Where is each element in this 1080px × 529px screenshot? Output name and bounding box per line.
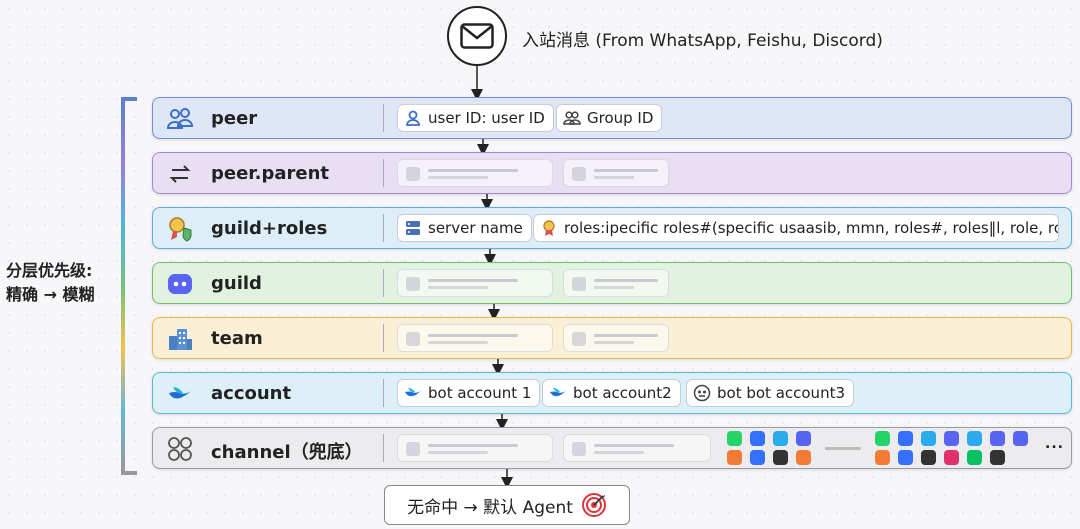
robot-icon xyxy=(693,384,711,402)
tier-row-peer-parent[interactable]: peer.parent xyxy=(152,152,1072,194)
chip-label: roles:ipecific roles#(specific usaasib, … xyxy=(564,219,1059,237)
placeholder-chip xyxy=(397,269,553,297)
building-icon xyxy=(169,329,192,350)
placeholder-chip xyxy=(397,324,553,352)
inbound-message-node xyxy=(447,6,507,66)
divider xyxy=(383,434,384,462)
channel-app-icon xyxy=(750,431,765,446)
channel-app-icon xyxy=(773,431,788,446)
priority-bracket xyxy=(121,97,137,475)
chip-label: bot account2 xyxy=(573,384,672,402)
gap-dash xyxy=(825,447,861,450)
channel-app-icon xyxy=(898,431,913,446)
tier-row-channel[interactable]: channel（兜底） ... xyxy=(152,427,1072,469)
tier-row-team[interactable]: team xyxy=(152,317,1072,359)
tier-name: peer.parent xyxy=(211,163,329,184)
channel-app-icon xyxy=(921,431,936,446)
chip-label: user ID: user ID xyxy=(428,109,545,127)
channel-app-icon xyxy=(750,450,765,465)
placeholder-chip xyxy=(563,434,711,462)
chip-label: server name xyxy=(428,219,523,237)
divider xyxy=(383,214,384,242)
tier-name: channel（兜底） xyxy=(211,442,363,463)
divider xyxy=(383,269,384,297)
group-id-chip[interactable]: Group ID xyxy=(556,104,663,132)
chip-label: bot account 1 xyxy=(428,384,532,402)
feishu-icon xyxy=(405,388,421,397)
priority-label-line1: 分层优先级: xyxy=(6,261,93,280)
apps-grid-icon xyxy=(168,437,192,461)
people-icon xyxy=(167,108,193,129)
channel-app-icon xyxy=(990,431,1005,446)
channel-app-icon xyxy=(1013,431,1028,446)
tier-row-guild-roles[interactable]: guild+roles server name roles:ipecific r… xyxy=(152,207,1072,249)
tier-row-guild[interactable]: guild xyxy=(152,262,1072,304)
channel-app-icon xyxy=(921,450,936,465)
placeholder-chip xyxy=(563,324,669,352)
tier-name: team xyxy=(211,328,263,349)
channel-app-icon xyxy=(944,431,959,446)
badge-shield-icon xyxy=(169,217,192,242)
placeholder-chip xyxy=(397,434,553,462)
divider xyxy=(383,104,384,132)
placeholder-chip xyxy=(397,159,553,187)
channel-app-icon xyxy=(967,431,982,446)
channel-app-icon xyxy=(967,450,982,465)
channel-app-icon xyxy=(796,431,811,446)
fallback-default-agent: 无命中 → 默认 Agent xyxy=(384,485,630,525)
channel-app-icon xyxy=(773,450,788,465)
channel-app-icon xyxy=(727,431,742,446)
envelope-icon xyxy=(460,23,494,49)
channel-app-icon xyxy=(727,450,742,465)
tier-row-account[interactable]: account bot account 1 bot account2 bot b… xyxy=(152,372,1072,414)
more-ellipsis: ... xyxy=(1045,436,1064,452)
tier-name: account xyxy=(211,383,292,404)
bot-account-1-chip[interactable]: bot account 1 xyxy=(397,379,541,407)
tier-name: guild xyxy=(211,273,262,294)
group-icon xyxy=(563,111,581,125)
channel-app-icon xyxy=(944,450,959,465)
fallback-label: 无命中 → 默认 Agent xyxy=(407,497,573,518)
server-name-chip[interactable]: server name xyxy=(397,214,532,242)
tier-name: guild+roles xyxy=(211,218,328,239)
channel-app-icon xyxy=(990,450,1005,465)
channel-app-icon xyxy=(898,450,913,465)
medal-icon xyxy=(543,220,555,236)
channel-app-icon xyxy=(796,450,811,465)
feishu-icon xyxy=(169,387,191,399)
target-icon xyxy=(581,493,606,517)
tier-row-peer[interactable]: peer user ID: user ID Group ID xyxy=(152,97,1072,139)
bot-account-3-chip[interactable]: bot bot account3 xyxy=(686,379,854,407)
priority-label: 分层优先级: 精确 → 模糊 xyxy=(6,259,95,307)
user-id-chip[interactable]: user ID: user ID xyxy=(397,104,554,132)
inbound-message-label: 入站消息 (From WhatsApp, Feishu, Discord) xyxy=(522,31,883,51)
priority-label-line2: 精确 → 模糊 xyxy=(6,285,95,304)
placeholder-chip xyxy=(563,159,669,187)
divider xyxy=(383,159,384,187)
channel-app-icon xyxy=(875,450,890,465)
swap-arrows-icon xyxy=(169,165,191,183)
tier-name: peer xyxy=(211,108,258,129)
placeholder-chip xyxy=(563,269,669,297)
divider xyxy=(383,324,384,352)
user-icon xyxy=(406,110,420,126)
chip-label: bot bot account3 xyxy=(717,384,845,402)
channel-app-icon xyxy=(875,431,890,446)
chip-label: Group ID xyxy=(587,109,654,127)
divider xyxy=(383,379,384,407)
roles-chip[interactable]: roles:ipecific roles#(specific usaasib, … xyxy=(533,214,1059,242)
feishu-icon xyxy=(550,388,566,397)
server-icon xyxy=(406,221,420,235)
bot-account-2-chip[interactable]: bot account2 xyxy=(542,379,681,407)
discord-icon xyxy=(168,274,192,294)
